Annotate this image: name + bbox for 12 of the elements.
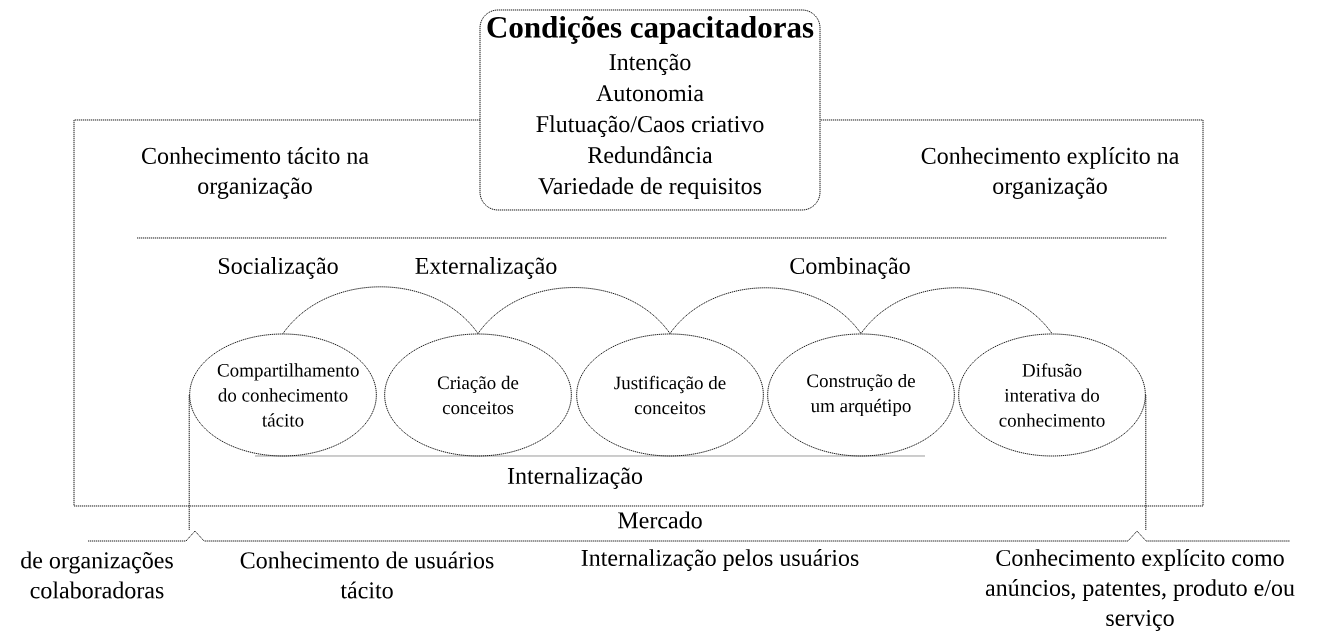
connector-arc — [477, 287, 671, 334]
text-label: Internalização pelos usuários — [581, 549, 859, 571]
connector-arc — [860, 287, 1053, 334]
text-label: de organizações colaboradoras — [21, 551, 173, 599]
connector-arc — [669, 287, 862, 334]
leader-line — [188, 394, 190, 531]
enabling-conditions-box: Condições capacitadoras Intenção Autonomia Flutuação/Caos criativo Redundância Variedade de requisitos — [479, 9, 821, 211]
leader-line — [1145, 394, 1147, 531]
connector-arc — [282, 286, 479, 334]
text-label: Conhecimento de usuários tácito — [240, 551, 494, 599]
text-label: Conhecimento explícito como anúncios, patentes, produto e/ou serviço — [985, 549, 1295, 631]
text-label: Mercado — [618, 511, 702, 529]
